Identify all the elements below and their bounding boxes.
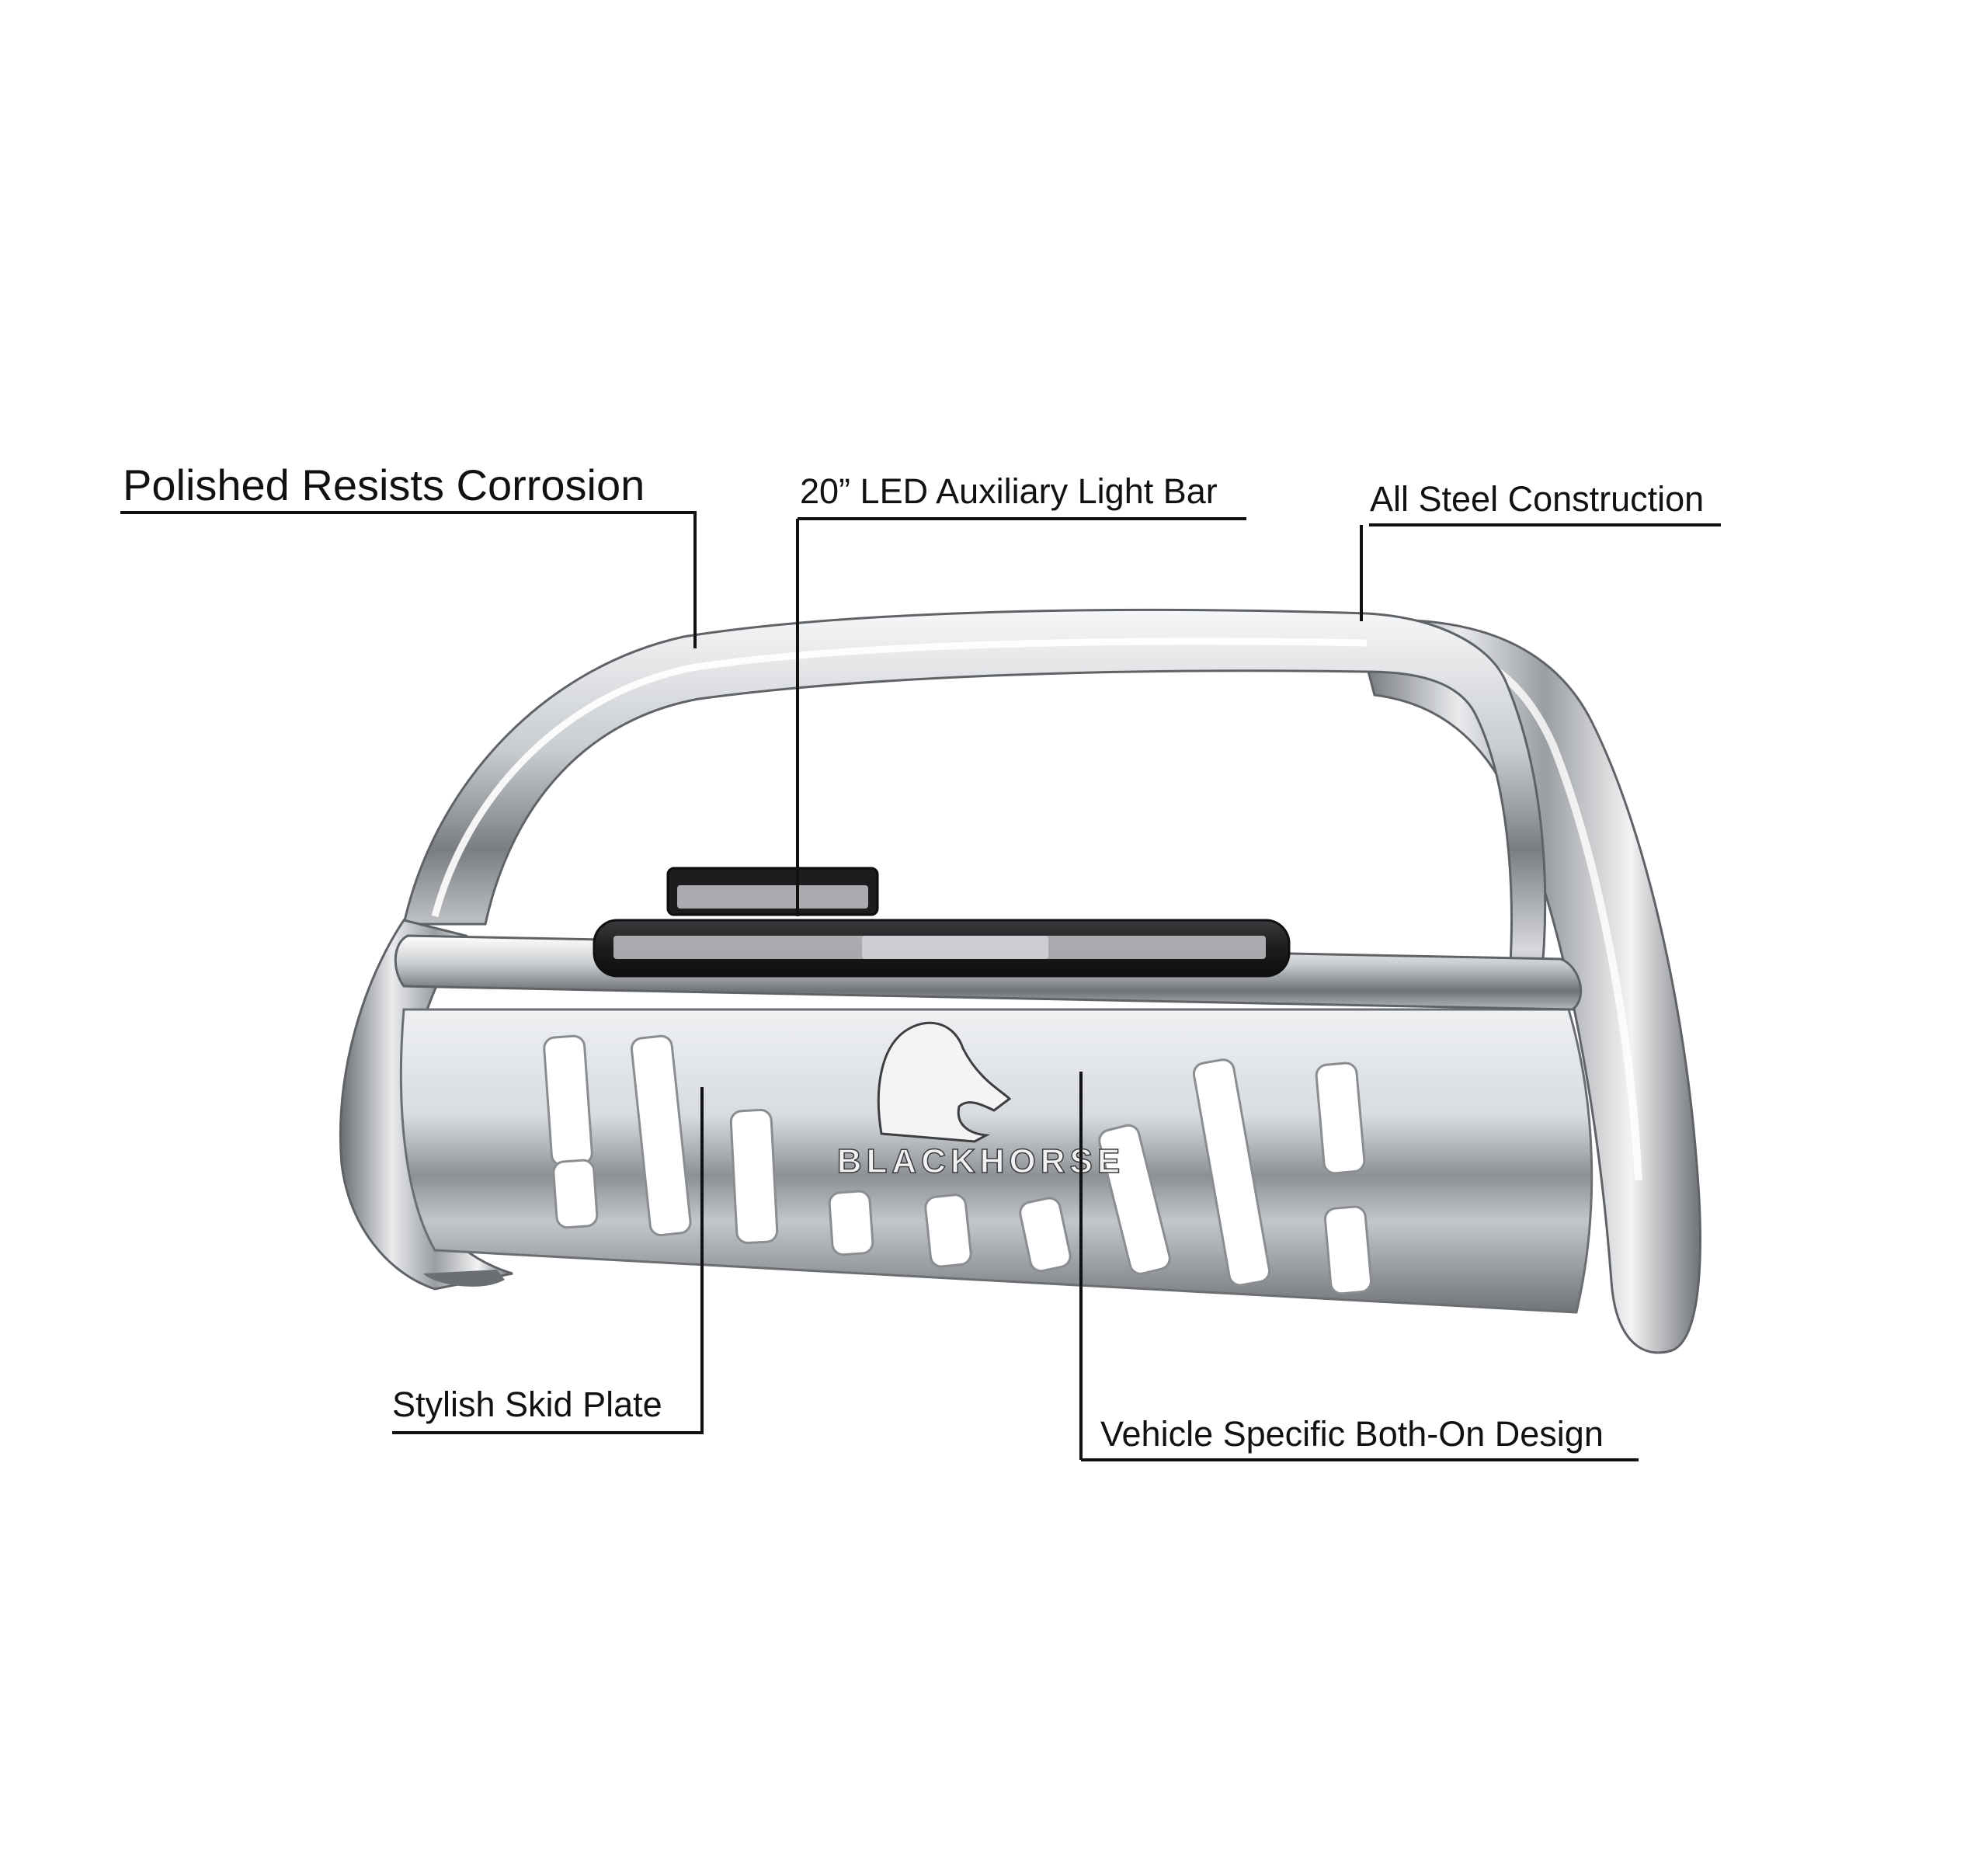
left-foot [423,1270,505,1287]
callout-bolt-on-label: Vehicle Specific Both-On Design [1100,1414,1604,1454]
brand-wordmark: BLACKHORSE [837,1142,1124,1180]
callout-steel-label: All Steel Construction [1370,479,1705,519]
skid-plate-slots [543,1034,1373,1295]
led-cells [613,936,1266,959]
callout-led-bar-label: 20” LED Auxiliary Light Bar [800,471,1218,511]
callout-polished-label: Polished Resists Corrosion [123,460,645,509]
led-light-bar [593,867,1291,978]
horse-logo [877,1021,1012,1143]
callout-leader-lines [120,511,1721,1461]
leader-skid [392,1087,704,1434]
leader-polished [120,511,697,648]
skid-plate: BLACKHORSE [399,1008,1594,1314]
callout-skid-plate-label: Stylish Skid Plate [392,1385,662,1424]
